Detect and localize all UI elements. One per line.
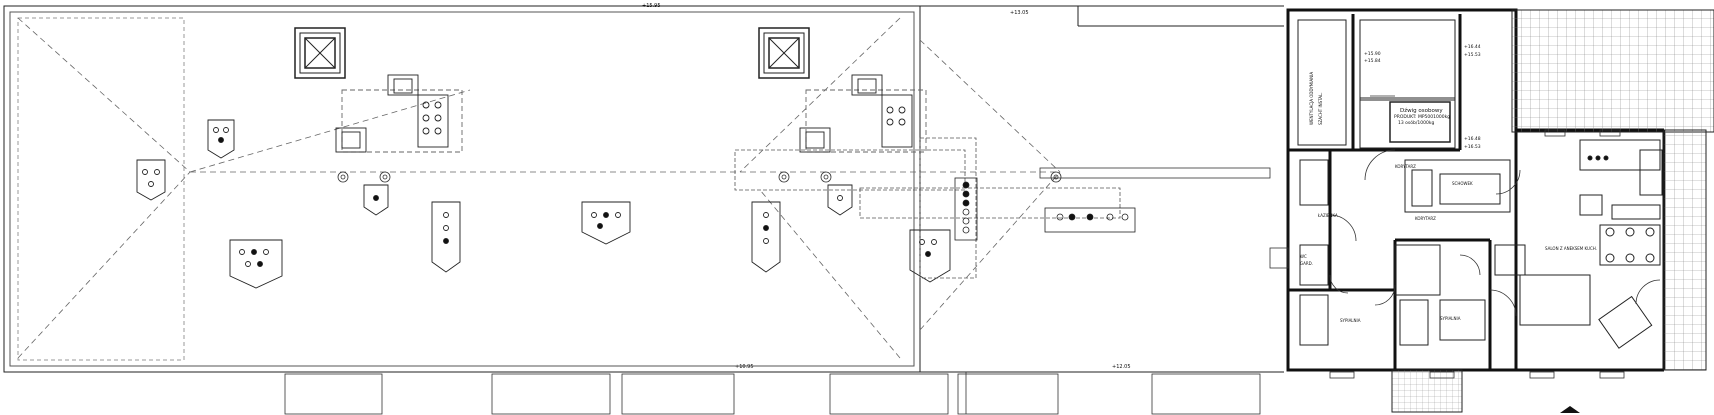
lift-label-3: 13 osób/1000kg: [1398, 119, 1434, 126]
roof-drains: [337, 171, 1062, 183]
window-marks: [1269, 129, 1625, 379]
north-arrow: [1560, 406, 1580, 413]
riser-column: [954, 177, 1136, 241]
roof-outline: [3, 5, 1284, 373]
lift-label-1: Dźwig osobowy: [1400, 107, 1443, 114]
bedroom-2-label: SYPIALNIA: [1440, 316, 1461, 321]
elevation-core-a: +15.90: [1364, 51, 1381, 57]
bathroom-label: ŁAZIENKA: [1317, 213, 1338, 218]
balcony-bottom: [1391, 369, 1463, 413]
living-label: SALON Z ANEKSEM KUCH.: [1545, 246, 1597, 251]
elevation-marks: +15.95 +13.05 +10.95 +12.05: [642, 3, 1131, 370]
lift-label-2: PRODUKT: MP5001000kg: [1394, 114, 1450, 120]
room-labels: Dźwig osobowy PRODUKT: MP5001000kg 13 os…: [1300, 72, 1597, 323]
elevation-core-f: +16.53: [1464, 144, 1481, 150]
hall-label: KORYTARZ: [1415, 216, 1436, 221]
elevation-bottom-left: +10.95: [735, 364, 754, 370]
storage-label: SCHOWEK: [1452, 181, 1473, 186]
balcony-right: [1663, 129, 1707, 371]
apartment-inner: [1297, 19, 1663, 349]
wardrobe-label: GARD.: [1300, 261, 1313, 266]
elevation-core-b: +15.84: [1364, 58, 1381, 64]
elevation-core-d: +15.53: [1464, 52, 1481, 58]
skylight: [294, 27, 810, 79]
chimney-group-right: [799, 74, 927, 153]
core-elevations: +15.90 +15.84 +16.44 +15.53 +16.48 +16.5…: [1364, 44, 1481, 150]
elevation-top-mid: +13.05: [1010, 10, 1029, 16]
roof-ridge-rail: [1039, 167, 1271, 179]
shaft-label-1: WENTYLACJA ODDYMIANIA: [1309, 72, 1314, 125]
corridor-label: KORYTARZ: [1395, 164, 1416, 169]
bedroom-1-label: SYPIALNIA: [1340, 318, 1361, 323]
door-swings: [1329, 95, 1661, 317]
chimney-pods: [136, 119, 951, 289]
elevation-top-left: +15.95: [642, 3, 661, 9]
terrace-top: [1511, 9, 1714, 133]
elevation-bottom-mid: +12.05: [1112, 364, 1131, 370]
elevation-core-c: +16.44: [1464, 44, 1481, 50]
elevation-core-e: +16.48: [1464, 136, 1481, 142]
chimney-group-left: [335, 74, 463, 153]
shaft-label-2: SZACHT INSTAL.: [1318, 92, 1323, 125]
lower-outlines: [284, 372, 1261, 415]
roof-ridge-lines: [17, 17, 1061, 359]
duct-runs: [734, 137, 1121, 279]
wc-label: WC: [1300, 254, 1307, 259]
